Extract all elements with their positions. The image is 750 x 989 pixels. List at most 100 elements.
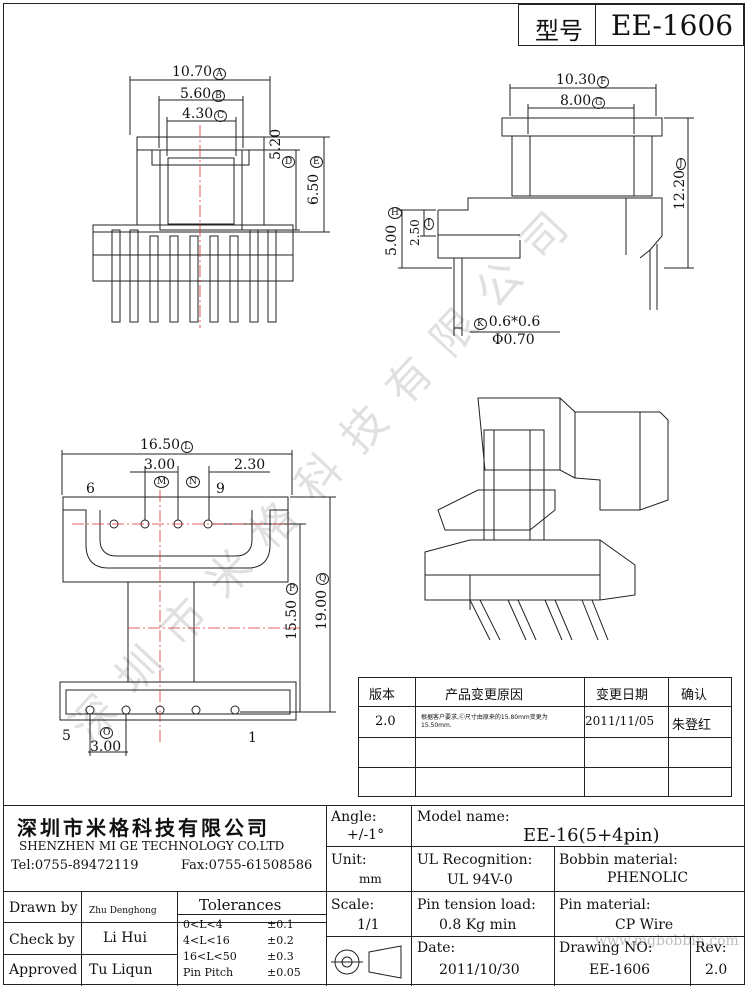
drawn-by-value: Zhu Denghong	[89, 906, 157, 916]
dim-p: 15.50	[284, 599, 300, 640]
dim-h-ref: H	[388, 207, 402, 219]
drawing-no-label: Drawing NO:	[559, 940, 653, 956]
dim-m: 3.00	[144, 457, 176, 473]
rev-row-date: 2011/11/05	[585, 714, 655, 728]
tol-value-4: ±0.05	[267, 966, 301, 979]
dim-l: 16.50	[140, 437, 181, 453]
dim-l-ref: L	[181, 441, 194, 453]
rev-row-reason-2: 15.50mm.	[421, 722, 452, 729]
approved-label: Approved	[9, 962, 78, 978]
company-tel: Tel:0755-89472119	[11, 858, 139, 873]
dim-q-ref: Q	[316, 573, 330, 585]
model-name-value: EE-16(5+4pin)	[523, 825, 660, 846]
dim-b: 5.60	[180, 86, 212, 102]
dim-g: 8.00	[560, 93, 592, 109]
rev-header-date: 变更日期	[596, 688, 649, 703]
drawing-frame	[3, 3, 745, 985]
pin-material-label: Pin material:	[559, 897, 651, 913]
approved-value: Tu Liqun	[89, 962, 153, 978]
rev-value: 2.0	[705, 962, 728, 978]
pin-6-label: 6	[86, 481, 95, 497]
projection-symbol	[331, 945, 402, 979]
dim-n-val: 2.30	[234, 457, 266, 473]
dim-m-ref: M	[154, 476, 170, 488]
dim-n-ref: N	[186, 476, 200, 488]
dim-o: 3.00	[90, 739, 122, 755]
drawn-by-label: Drawn by	[9, 900, 78, 916]
date-value: 2011/10/30	[439, 962, 520, 978]
pin-9-label: 9	[216, 481, 225, 497]
dim-c-ref: C	[214, 110, 228, 122]
dim-d: 5.20	[268, 128, 284, 160]
tol-range-1: 0<L<4	[183, 918, 223, 931]
pin-tension-value: 0.8 Kg min	[439, 917, 517, 933]
dim-f: 10.30	[556, 72, 597, 88]
dim-h: 5.00	[384, 224, 400, 256]
dim-k: 0.6*0.6	[488, 314, 541, 330]
tol-range-2: 4<L<16	[183, 934, 230, 947]
bobbin-material-label: Bobbin material:	[559, 852, 678, 868]
dim-a: 10.70	[172, 64, 213, 80]
scale-value: 1/1	[357, 917, 380, 933]
rev-header-reason: 产品变更原因	[445, 688, 524, 703]
dim-a-ref: A	[213, 68, 226, 80]
dim-q: 19.00	[314, 589, 330, 630]
dim-g-ref: G	[592, 97, 606, 109]
dim-f-ref: F	[597, 76, 610, 88]
unit-label: Unit:	[331, 852, 367, 868]
dim-j: 12.20	[672, 169, 688, 210]
tol-value-2: ±0.2	[267, 934, 294, 947]
isometric-view	[424, 397, 669, 641]
ul-recognition-value: UL 94V-0	[447, 872, 513, 888]
dim-o-ref: O	[100, 727, 114, 739]
check-by-value: Li Hui	[103, 930, 147, 946]
ul-recognition-label: UL Recognition:	[417, 852, 533, 868]
rev-row-reason-1: 根据客户要求,Ⓒ尺寸由原来的15.80mm变更为	[421, 714, 548, 721]
dim-j-ref: J	[676, 158, 686, 170]
rev-label: Rev:	[695, 940, 727, 956]
unit-value: mm	[359, 872, 382, 886]
tol-range-4: Pin Pitch	[183, 966, 234, 979]
angle-label: Angle:	[331, 809, 377, 825]
pin-material-value: CP Wire	[615, 917, 674, 933]
dim-i: 2.50	[408, 219, 422, 246]
pin-tension-label: Pin tension load:	[417, 897, 536, 913]
company-name-en: SHENZHEN MI GE TECHNOLOGY CO.LTD	[19, 839, 285, 853]
dim-k-ref: K	[474, 318, 487, 330]
rev-header-confirm: 确认	[681, 688, 708, 703]
dim-b-ref: B	[212, 90, 225, 102]
company-fax: Fax:0755-61508586	[181, 858, 313, 873]
company-name-cn: 深圳市米格科技有限公司	[17, 816, 270, 840]
dim-p-ref: P	[286, 583, 299, 595]
dim-e: 6.50	[306, 173, 322, 205]
tol-range-3: 16<L<50	[183, 950, 237, 963]
dim-c: 4.30	[182, 106, 214, 122]
dim-phi: Φ0.70	[492, 332, 535, 348]
rev-row-version: 2.0	[375, 714, 396, 729]
tol-value-1: ±0.1	[267, 918, 294, 931]
drawing-no-value: EE-1606	[589, 962, 651, 978]
side-view	[398, 84, 694, 336]
scale-label: Scale:	[331, 897, 375, 913]
angle-value: +/-1°	[347, 827, 385, 843]
pin-5-label: 5	[62, 728, 71, 744]
tol-value-3: ±0.3	[267, 950, 294, 963]
tolerances-title: Tolerances	[199, 896, 282, 914]
dim-e-ref: E	[310, 156, 323, 168]
title-block: 深圳市米格科技有限公司 SHENZHEN MI GE TECHNOLOGY CO…	[3, 805, 745, 986]
dim-d-ref: D	[282, 156, 296, 168]
model-header: 型号 EE-1606	[518, 4, 744, 46]
date-label: Date:	[417, 940, 456, 956]
dim-i-ref: I	[424, 218, 434, 230]
rev-row-confirm: 朱登红	[672, 718, 712, 733]
bobbin-material-value: PHENOLIC	[607, 870, 689, 886]
pin-1-label: 1	[248, 730, 257, 746]
model-name-label: Model name:	[417, 809, 510, 825]
front-view	[92, 76, 330, 323]
check-by-label: Check by	[9, 932, 75, 948]
technical-drawing	[59, 76, 694, 756]
model-header-label: 型号	[535, 17, 583, 45]
revision-table: 版本 产品变更原因 变更日期 确认 2.0 根据客户要求,Ⓒ尺寸由原来的15.8…	[358, 677, 732, 797]
rev-header-version: 版本	[369, 688, 396, 703]
model-header-value: EE-1606	[611, 9, 734, 42]
